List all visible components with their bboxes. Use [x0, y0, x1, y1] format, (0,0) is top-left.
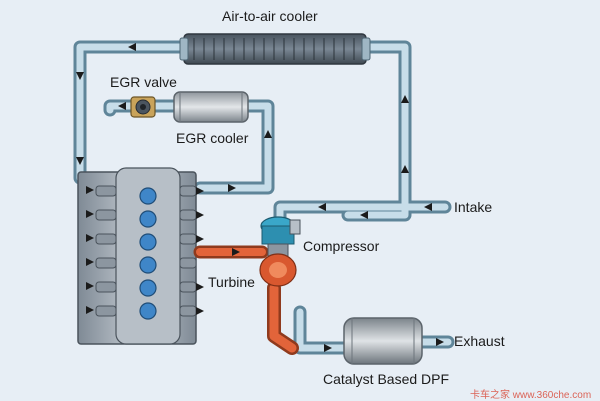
catalyst-based-dpf: [343, 317, 423, 365]
flow-arrow-icon: [86, 186, 94, 194]
flow-arrow-icon: [360, 211, 368, 219]
flow-arrow-icon: [228, 184, 236, 192]
flow-arrow-icon: [401, 165, 409, 173]
flow-arrow-icon: [232, 248, 240, 256]
flow-arrow-icon: [86, 282, 94, 290]
flow-arrow-icon: [196, 187, 204, 195]
flow-arrow-icon: [318, 203, 326, 211]
flow-arrow-icon: [436, 338, 444, 346]
flow-arrow-icon: [424, 203, 432, 211]
flow-arrow-icon: [86, 258, 94, 266]
turbocharger: [259, 216, 301, 287]
flow-arrow-icon: [86, 234, 94, 242]
engine-block: [77, 167, 197, 345]
flow-arrow-icon: [264, 130, 272, 138]
egr-valve-label: EGR valve: [110, 74, 177, 90]
flow-arrow-icon: [196, 235, 204, 243]
air-to-air-cooler-label: Air-to-air cooler: [222, 8, 318, 24]
exhaust-label: Exhaust: [454, 333, 505, 349]
flow-arrow-icon: [128, 43, 136, 51]
flow-arrow-icon: [86, 306, 94, 314]
flow-arrow-icon: [401, 95, 409, 103]
flow-arrow-icon: [118, 102, 126, 110]
flow-arrow-icon: [76, 72, 84, 80]
exhaust-lower-pipe-outline: [293, 305, 357, 355]
flow-arrow-icon: [196, 283, 204, 291]
flow-arrow-icon: [196, 211, 204, 219]
compressor-label: Compressor: [303, 238, 380, 254]
flow-arrow-icon: [324, 344, 332, 352]
intake-label: Intake: [454, 199, 493, 215]
egr-cooler-label: EGR cooler: [176, 130, 249, 146]
dpf-label: Catalyst Based DPF: [323, 371, 450, 387]
flow-arrow-icon: [196, 307, 204, 315]
flow-arrow-icon: [76, 43, 444, 352]
flow-arrow-icon: [76, 157, 84, 165]
egr-cooler: [173, 91, 249, 123]
watermark: 卡车之家 www.360che.com: [470, 390, 592, 401]
cooler-return-pipe-outline: [341, 40, 412, 222]
valve-icon: [130, 96, 156, 118]
hot-exhaust-pipe: [193, 245, 299, 355]
turbine-label: Turbine: [208, 274, 255, 290]
air-to-air-cooler: [179, 33, 371, 65]
flow-arrow-icon: [86, 210, 94, 218]
